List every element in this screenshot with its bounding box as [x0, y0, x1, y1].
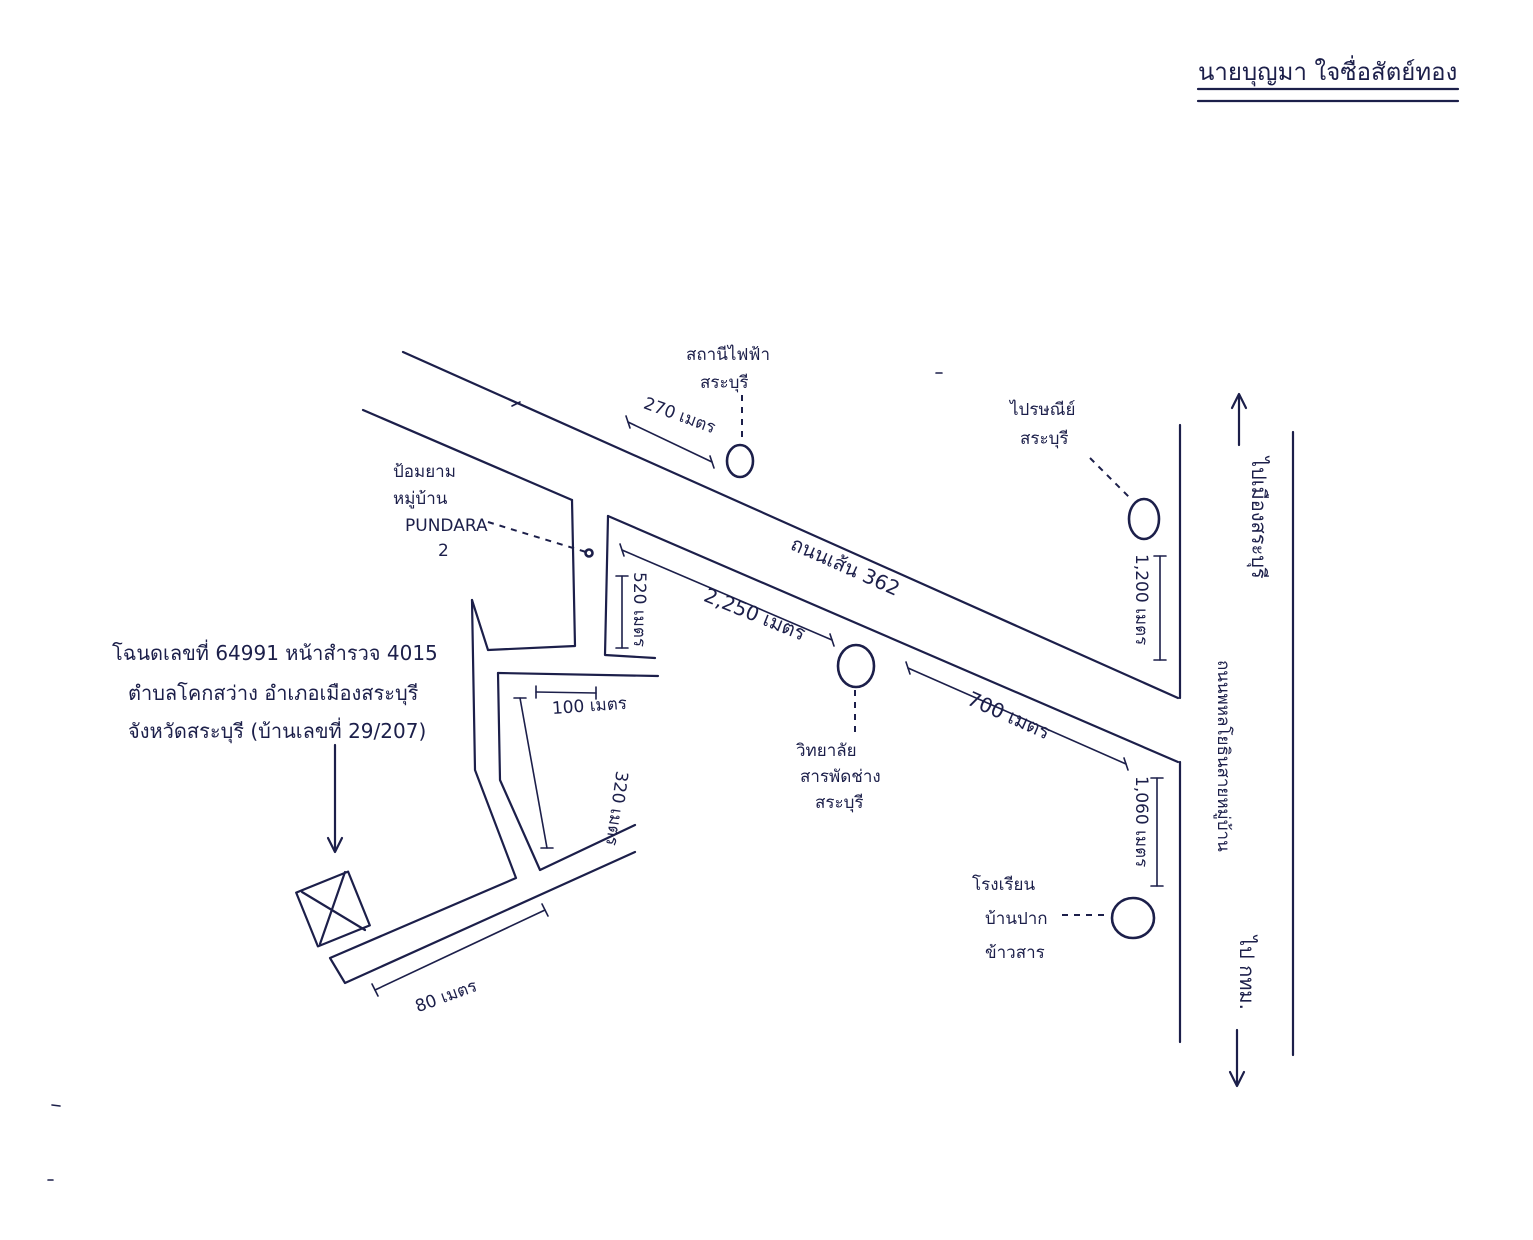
village-gate-label-1: ป้อมยาม — [393, 462, 456, 482]
dim-80-label: 80 เมตร — [413, 976, 480, 1017]
parcel-info-line-2: ตำบลโคกสว่าง อำเภอเมืองสระบุรี — [128, 681, 419, 706]
landmark-village-gate: ป้อมยาม หมู่บ้าน PUNDARA 2 — [393, 462, 594, 561]
village-entry-road — [470, 498, 657, 660]
main-road-362 — [361, 350, 1180, 764]
vertical-road — [1178, 423, 1295, 1057]
school-label-2: บ้านปาก — [985, 909, 1048, 929]
school-label-3: ข้าวสาร — [985, 943, 1045, 963]
village-gate-label-4: 2 — [438, 541, 449, 561]
school-label-1: โรงเรียน — [972, 874, 1035, 895]
landmark-post-office: ไปรษณีย์ สระบุรี — [1008, 399, 1161, 541]
village-gate-label-2: หมู่บ้าน — [393, 489, 448, 509]
college-label-2: สารพัดช่าง — [800, 767, 881, 787]
post-office-marker — [1127, 497, 1161, 541]
arrow-up-label: ไปเมืองสระบุรี — [1246, 455, 1271, 579]
dim-270-label: 270 เมตร — [641, 394, 718, 438]
dim-320-label: 320 เมตร — [601, 770, 631, 847]
landmark-school: โรงเรียน บ้านปาก ข้าวสาร — [972, 874, 1156, 963]
arrow-down-direction: ไป กทม. — [1228, 934, 1259, 1088]
dim-320: 320 เมตร — [513, 697, 631, 849]
landmark-power-station: สถานีไฟฟ้า สระบุรี — [686, 344, 770, 479]
power-station-label-1: สถานีไฟฟ้า — [686, 344, 770, 365]
owner-name: นายบุญมา ใจซื่อสัตย์ทอง — [1198, 55, 1457, 87]
dim-2250-label: 2,250 เมตร — [701, 583, 810, 646]
parcel-info-line-1: โฉนดเลขที่ 64991 หน้าสำรวจ 4015 — [112, 639, 438, 665]
arrow-up-direction: ไปเมืองสระบุรี — [1230, 392, 1271, 579]
dim-80: 80 เมตร — [371, 903, 549, 1017]
college-marker — [836, 643, 876, 689]
parcel-pointer-arrow — [326, 743, 344, 854]
parcel-marker — [295, 870, 371, 948]
post-office-label-1: ไปรษณีย์ — [1008, 399, 1075, 420]
stray-mark — [51, 1104, 61, 1107]
village-gate-marker — [584, 548, 594, 558]
dim-1200: 1,200 เมตร — [1131, 554, 1167, 661]
school-marker — [1110, 896, 1156, 940]
dim-100-label: 100 เมตร — [551, 694, 627, 719]
parcel-info: โฉนดเลขที่ 64991 หน้าสำรวจ 4015 ตำบลโคกส… — [112, 639, 438, 744]
soi-road — [328, 598, 660, 985]
dim-520: 520 เมตร — [615, 572, 649, 649]
college-label-3: สระบุรี — [815, 793, 864, 813]
stray-mark — [511, 401, 521, 407]
power-station-marker — [725, 443, 755, 479]
dim-1200-label: 1,200 เมตร — [1131, 554, 1151, 645]
dim-1060: 1,060 เมตร — [1131, 776, 1164, 887]
dim-700: 700 เมตร — [905, 661, 1129, 771]
dim-700-label: 700 เมตร — [964, 686, 1055, 744]
power-station-label-2: สระบุรี — [700, 373, 749, 393]
arrow-down-label: ไป กทม. — [1235, 934, 1259, 1010]
dim-1060-label: 1,060 เมตร — [1131, 776, 1151, 867]
village-gate-label-3: PUNDARA — [405, 516, 488, 536]
college-label-1: วิทยาลัย — [796, 741, 857, 761]
landmark-college: วิทยาลัย สารพัดช่าง สระบุรี — [796, 643, 881, 813]
post-office-label-2: สระบุรี — [1020, 429, 1069, 449]
parcel-info-line-3: จังหวัดสระบุรี (บ้านเลขที่ 29/207) — [128, 717, 426, 744]
vertical-road-label: ถนนพหลโยธินสายหมู่บ้าน — [1213, 660, 1234, 852]
main-road-label: ถนนเส้น 362 — [787, 531, 903, 600]
dim-520-label: 520 เมตร — [629, 572, 649, 647]
dim-100: 100 เมตร — [535, 685, 628, 719]
